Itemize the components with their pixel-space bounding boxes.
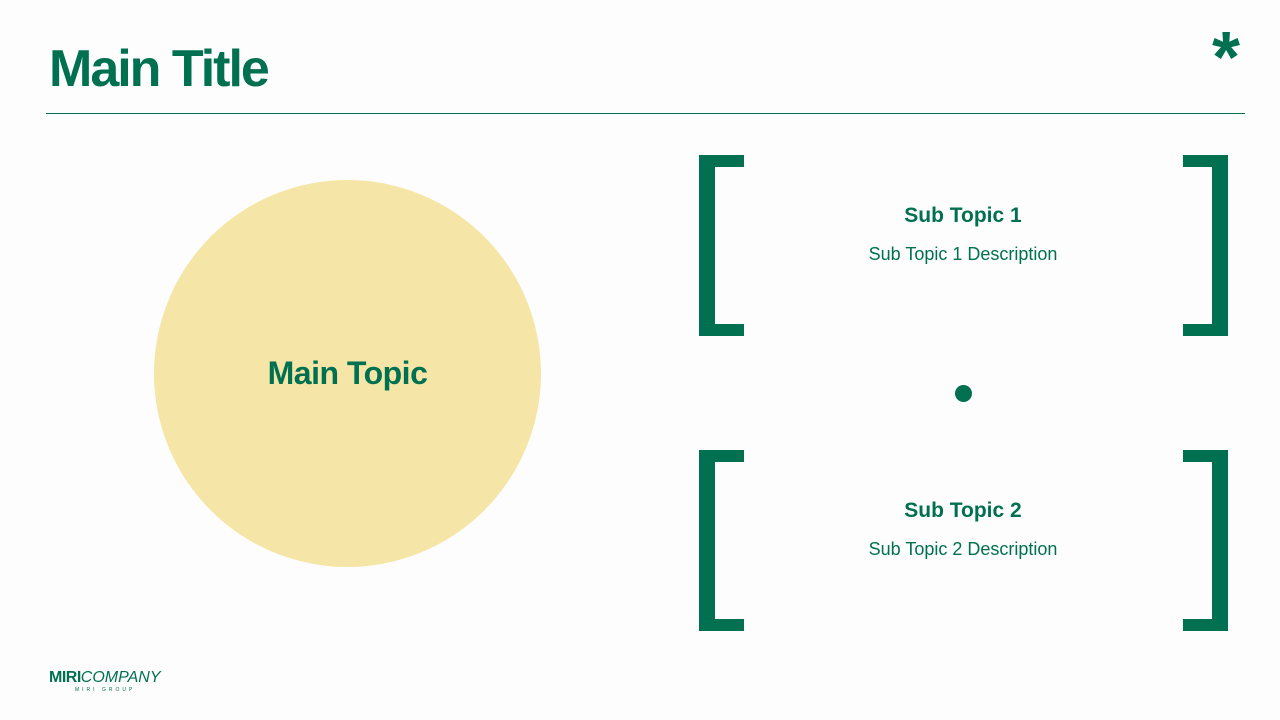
company-logo: MIRICOMPANY MIRI GROUP (49, 668, 169, 696)
title-divider (46, 113, 1245, 114)
separator-dot (955, 385, 972, 402)
slide-title: Main Title (49, 40, 270, 98)
main-topic-circle (154, 180, 541, 567)
logo-wordmark: MIRICOMPANY (49, 668, 161, 688)
left-bracket-icon (699, 450, 744, 631)
sub-topic-1-description: Sub Topic 1 Description (868, 244, 1058, 264)
main-topic-label: Main Topic (267, 355, 428, 391)
logo-company: COMPANY (80, 669, 161, 686)
sub-topic-1-title: Sub Topic 1 (904, 204, 1022, 227)
logo-group: MIRI GROUP (75, 687, 136, 693)
sub-topic-2-title: Sub Topic 2 (904, 499, 1022, 522)
asterisk-icon: * (1211, 18, 1240, 98)
right-bracket-icon (1183, 450, 1228, 631)
right-bracket-icon (1183, 155, 1228, 336)
sub-topic-2-description: Sub Topic 2 Description (868, 539, 1058, 559)
left-bracket-icon (699, 155, 744, 336)
logo-miri: MIRI (49, 669, 81, 686)
